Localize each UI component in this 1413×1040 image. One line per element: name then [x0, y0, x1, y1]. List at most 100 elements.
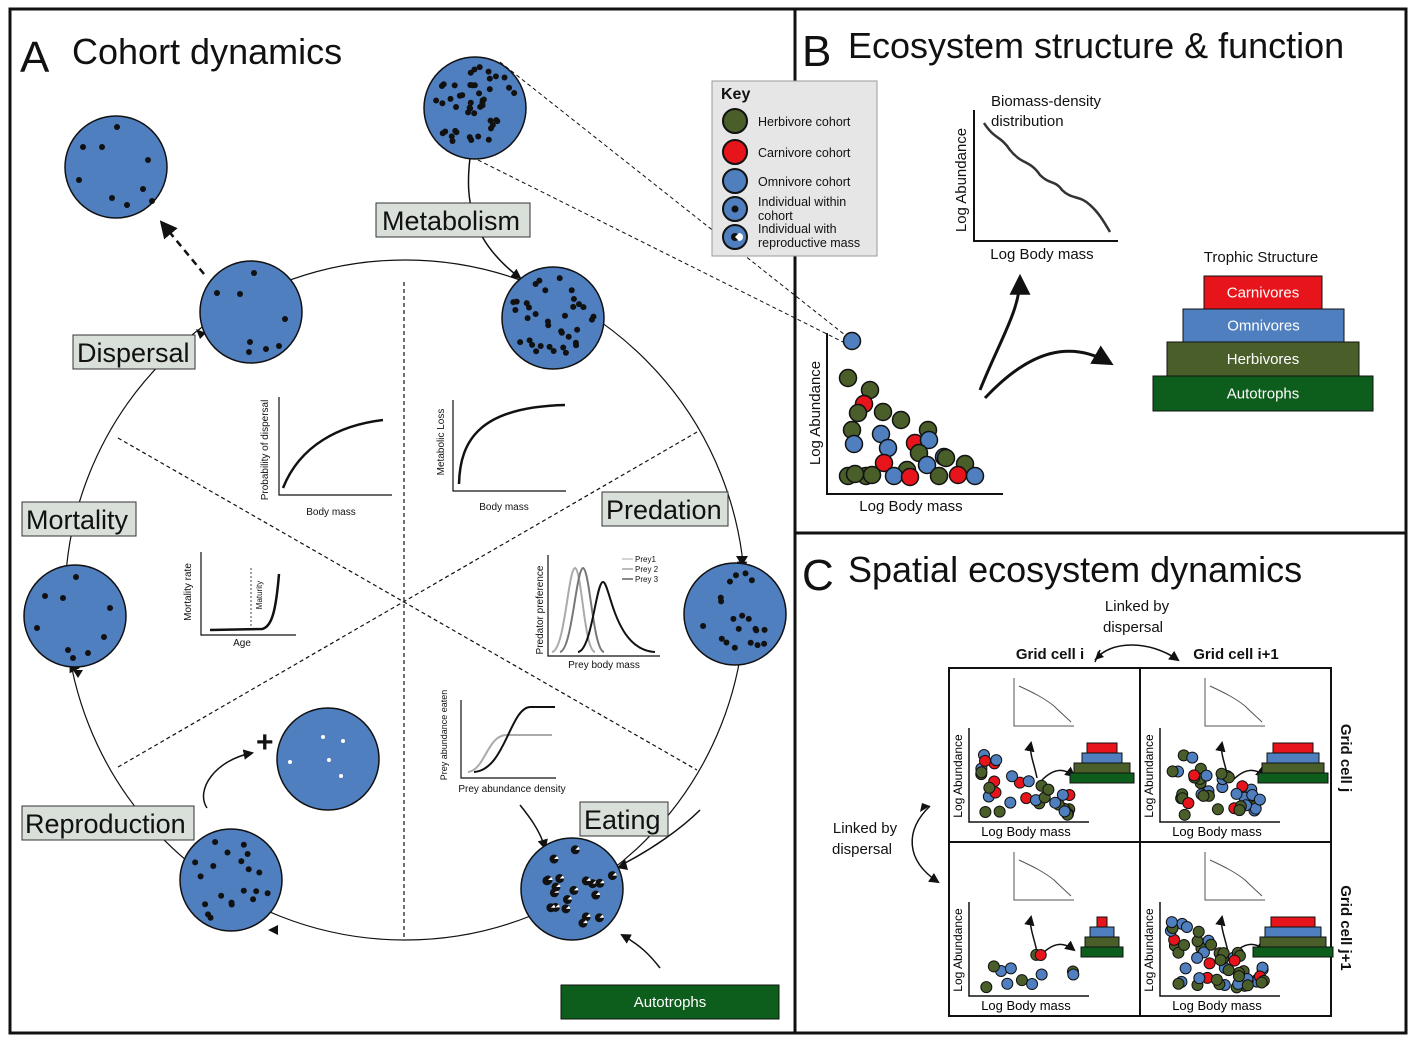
scatter-point [917, 455, 937, 475]
svg-text:Prey 2: Prey 2 [635, 565, 659, 574]
svg-text:Log Abundance: Log Abundance [953, 128, 970, 232]
svg-text:Carnivores: Carnivores [1227, 285, 1300, 302]
panel-a-letter: A [20, 33, 50, 82]
svg-text:Prey1: Prey1 [635, 555, 656, 564]
scatter-point [842, 331, 862, 351]
sector-dividers [117, 282, 698, 940]
svg-text:Grid cell i: Grid cell i [1016, 646, 1084, 663]
grid-scatter-point [1253, 793, 1266, 806]
grid-scatter-point [1232, 970, 1245, 983]
svg-text:Log Body mass: Log Body mass [859, 498, 962, 515]
panel-c-letter: C [802, 551, 834, 600]
svg-text:Grid cell i+1: Grid cell i+1 [1193, 646, 1278, 663]
process-eating: Eating [579, 801, 669, 837]
scatter-point [919, 430, 939, 450]
graph-mortality: Age Mortality rate Maturity [183, 552, 296, 649]
svg-text:Biomass-density: Biomass-density [991, 93, 1102, 110]
grid-scatter-point [1210, 973, 1223, 986]
svg-text:Trophic Structure: Trophic Structure [1204, 249, 1319, 266]
panel-b: B Ecosystem structure & function Biomass… [802, 25, 1374, 515]
scatter-point [900, 467, 920, 487]
grid-scatter-point [1205, 938, 1218, 951]
grid-scatter-point [1192, 925, 1205, 938]
svg-text:Log Abundance: Log Abundance [951, 734, 965, 818]
svg-text:Prey body mass: Prey body mass [568, 660, 640, 671]
grid-scatter-point [1228, 954, 1241, 967]
cohort-reproduction-parent [179, 828, 283, 932]
grid-scatter-point [1004, 962, 1017, 975]
svg-text:Metabolic Loss: Metabolic Loss [436, 409, 447, 476]
svg-text:Log Body mass: Log Body mass [1172, 998, 1262, 1013]
grid-scatter-point [1056, 788, 1069, 801]
grid-scatter-point [1188, 769, 1201, 782]
graph-dispersal: Body mass Probability of dispersal [260, 397, 392, 518]
svg-text:Log Abundance: Log Abundance [1142, 908, 1156, 992]
scatter-point [884, 466, 904, 486]
panel-c-title: Spatial ecosystem dynamics [848, 549, 1302, 590]
svg-text:Log Abundance: Log Abundance [807, 361, 824, 465]
scatter-point [936, 448, 956, 468]
panel-a-title: Cohort dynamics [72, 31, 342, 72]
scatter-point [878, 438, 898, 458]
zoom-lines [477, 61, 846, 344]
svg-text:Log Abundance: Log Abundance [951, 908, 965, 992]
scatter-point [838, 368, 858, 388]
grid-scatter-point [1214, 954, 1227, 967]
cohort-dispersal [199, 260, 303, 364]
grid-scatter-point [1241, 979, 1254, 992]
grid-scatter-point [1026, 978, 1039, 991]
scatter-point [848, 403, 868, 423]
svg-text:Log Body mass: Log Body mass [981, 998, 1071, 1013]
svg-text:Prey abundance density: Prey abundance density [458, 784, 565, 795]
scatter-point [874, 453, 894, 473]
process-metabolism: Metabolism [375, 202, 531, 238]
grid-scatter-point [1004, 796, 1017, 809]
svg-text:Herbivore cohort: Herbivore cohort [758, 115, 851, 129]
svg-text:Key: Key [721, 86, 750, 103]
scatter-point [873, 402, 893, 422]
cohort-mortality [23, 564, 127, 668]
cohort-offspring [276, 707, 380, 811]
scatter-point [965, 466, 985, 486]
grid-scatter-point [1020, 792, 1033, 805]
grid-scatter-point [979, 806, 992, 819]
process-mortality: Mortality [21, 501, 137, 537]
svg-text:Grid cell j: Grid cell j [1337, 724, 1354, 792]
svg-text:Log Body mass: Log Body mass [1172, 824, 1262, 839]
svg-text:Linked by: Linked by [1105, 598, 1170, 615]
svg-text:Prey 3: Prey 3 [635, 575, 659, 584]
svg-text:Autotrophs: Autotrophs [1227, 386, 1300, 403]
grid-scatter-point [1215, 767, 1228, 780]
trophic-level-herbivores: Herbivores [1166, 341, 1360, 377]
svg-text:Eating: Eating [584, 805, 661, 835]
offspring-plus: + [256, 726, 274, 759]
grid-scatter-point [1178, 808, 1191, 821]
scatter-point [948, 465, 968, 485]
grid-scatter-point [1186, 751, 1199, 764]
grid-scatter-point [1193, 972, 1206, 985]
svg-text:Age: Age [233, 638, 251, 649]
svg-text:Log Body mass: Log Body mass [990, 246, 1093, 263]
svg-text:Omnivore cohort: Omnivore cohort [758, 175, 851, 189]
scatter-point [929, 466, 949, 486]
svg-text:dispersal: dispersal [832, 841, 892, 858]
cohort-predation [683, 562, 787, 666]
svg-text:Autotrophs: Autotrophs [634, 994, 707, 1011]
cohort-eating [520, 837, 624, 941]
svg-text:Maturity: Maturity [255, 581, 264, 609]
grid-scatter-point [1042, 783, 1055, 796]
grid-scatter-point [1001, 977, 1014, 990]
grid-scatter-point [975, 766, 988, 779]
graph-eating: Prey abundance density Prey abundance ea… [439, 690, 566, 795]
grid-scatter-point [1203, 957, 1216, 970]
grid-scatter-point [979, 754, 992, 767]
trophic-level-carnivores: Carnivores [1203, 275, 1323, 310]
svg-text:dispersal: dispersal [1103, 619, 1163, 636]
grid-scatter-point [1006, 770, 1019, 783]
grid-scatter-point [1197, 789, 1210, 802]
